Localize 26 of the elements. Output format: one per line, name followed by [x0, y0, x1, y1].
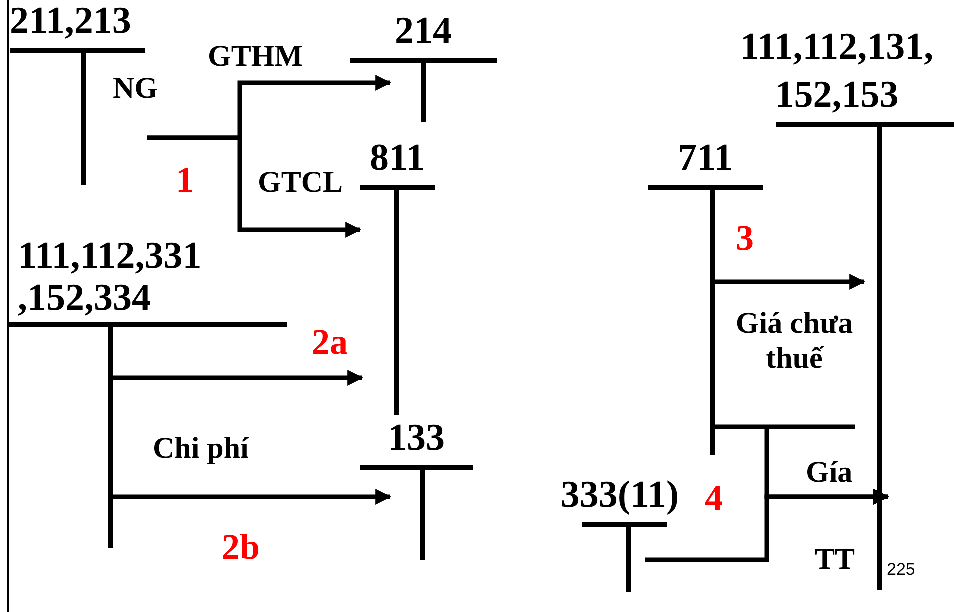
note-text: Chi phí: [153, 432, 249, 466]
edge-label: GTCL: [258, 166, 344, 200]
account-number: 811: [369, 136, 426, 182]
arrow: [645, 489, 890, 562]
account-number: 111,112,131, 152,153: [739, 24, 935, 118]
edge-label: GTHM: [208, 40, 303, 74]
edge-label: 3: [736, 218, 754, 260]
note-text: NG: [113, 72, 158, 106]
entry-number: 4: [705, 478, 723, 520]
arrow: [147, 136, 362, 238]
arrow: [113, 370, 364, 386]
account-number: 214: [394, 9, 453, 54]
edge-label: 2a: [312, 322, 348, 364]
edge-label: Gía: [806, 456, 853, 490]
account-number: 133: [387, 416, 446, 462]
edge-label: 2b: [222, 527, 260, 568]
arrow: [715, 274, 866, 290]
account-number: 211,213: [10, 0, 132, 44]
account-number: 333(11): [560, 473, 680, 518]
account-number: 111,112,331 ,152,334: [18, 234, 203, 320]
page-number: 225: [887, 560, 916, 580]
arrow: [113, 489, 392, 505]
note-text: Giá chưa thuế: [734, 307, 854, 376]
note-text: TT: [815, 543, 856, 578]
account-number: 711: [677, 136, 734, 182]
entry-number: 1: [176, 160, 194, 202]
